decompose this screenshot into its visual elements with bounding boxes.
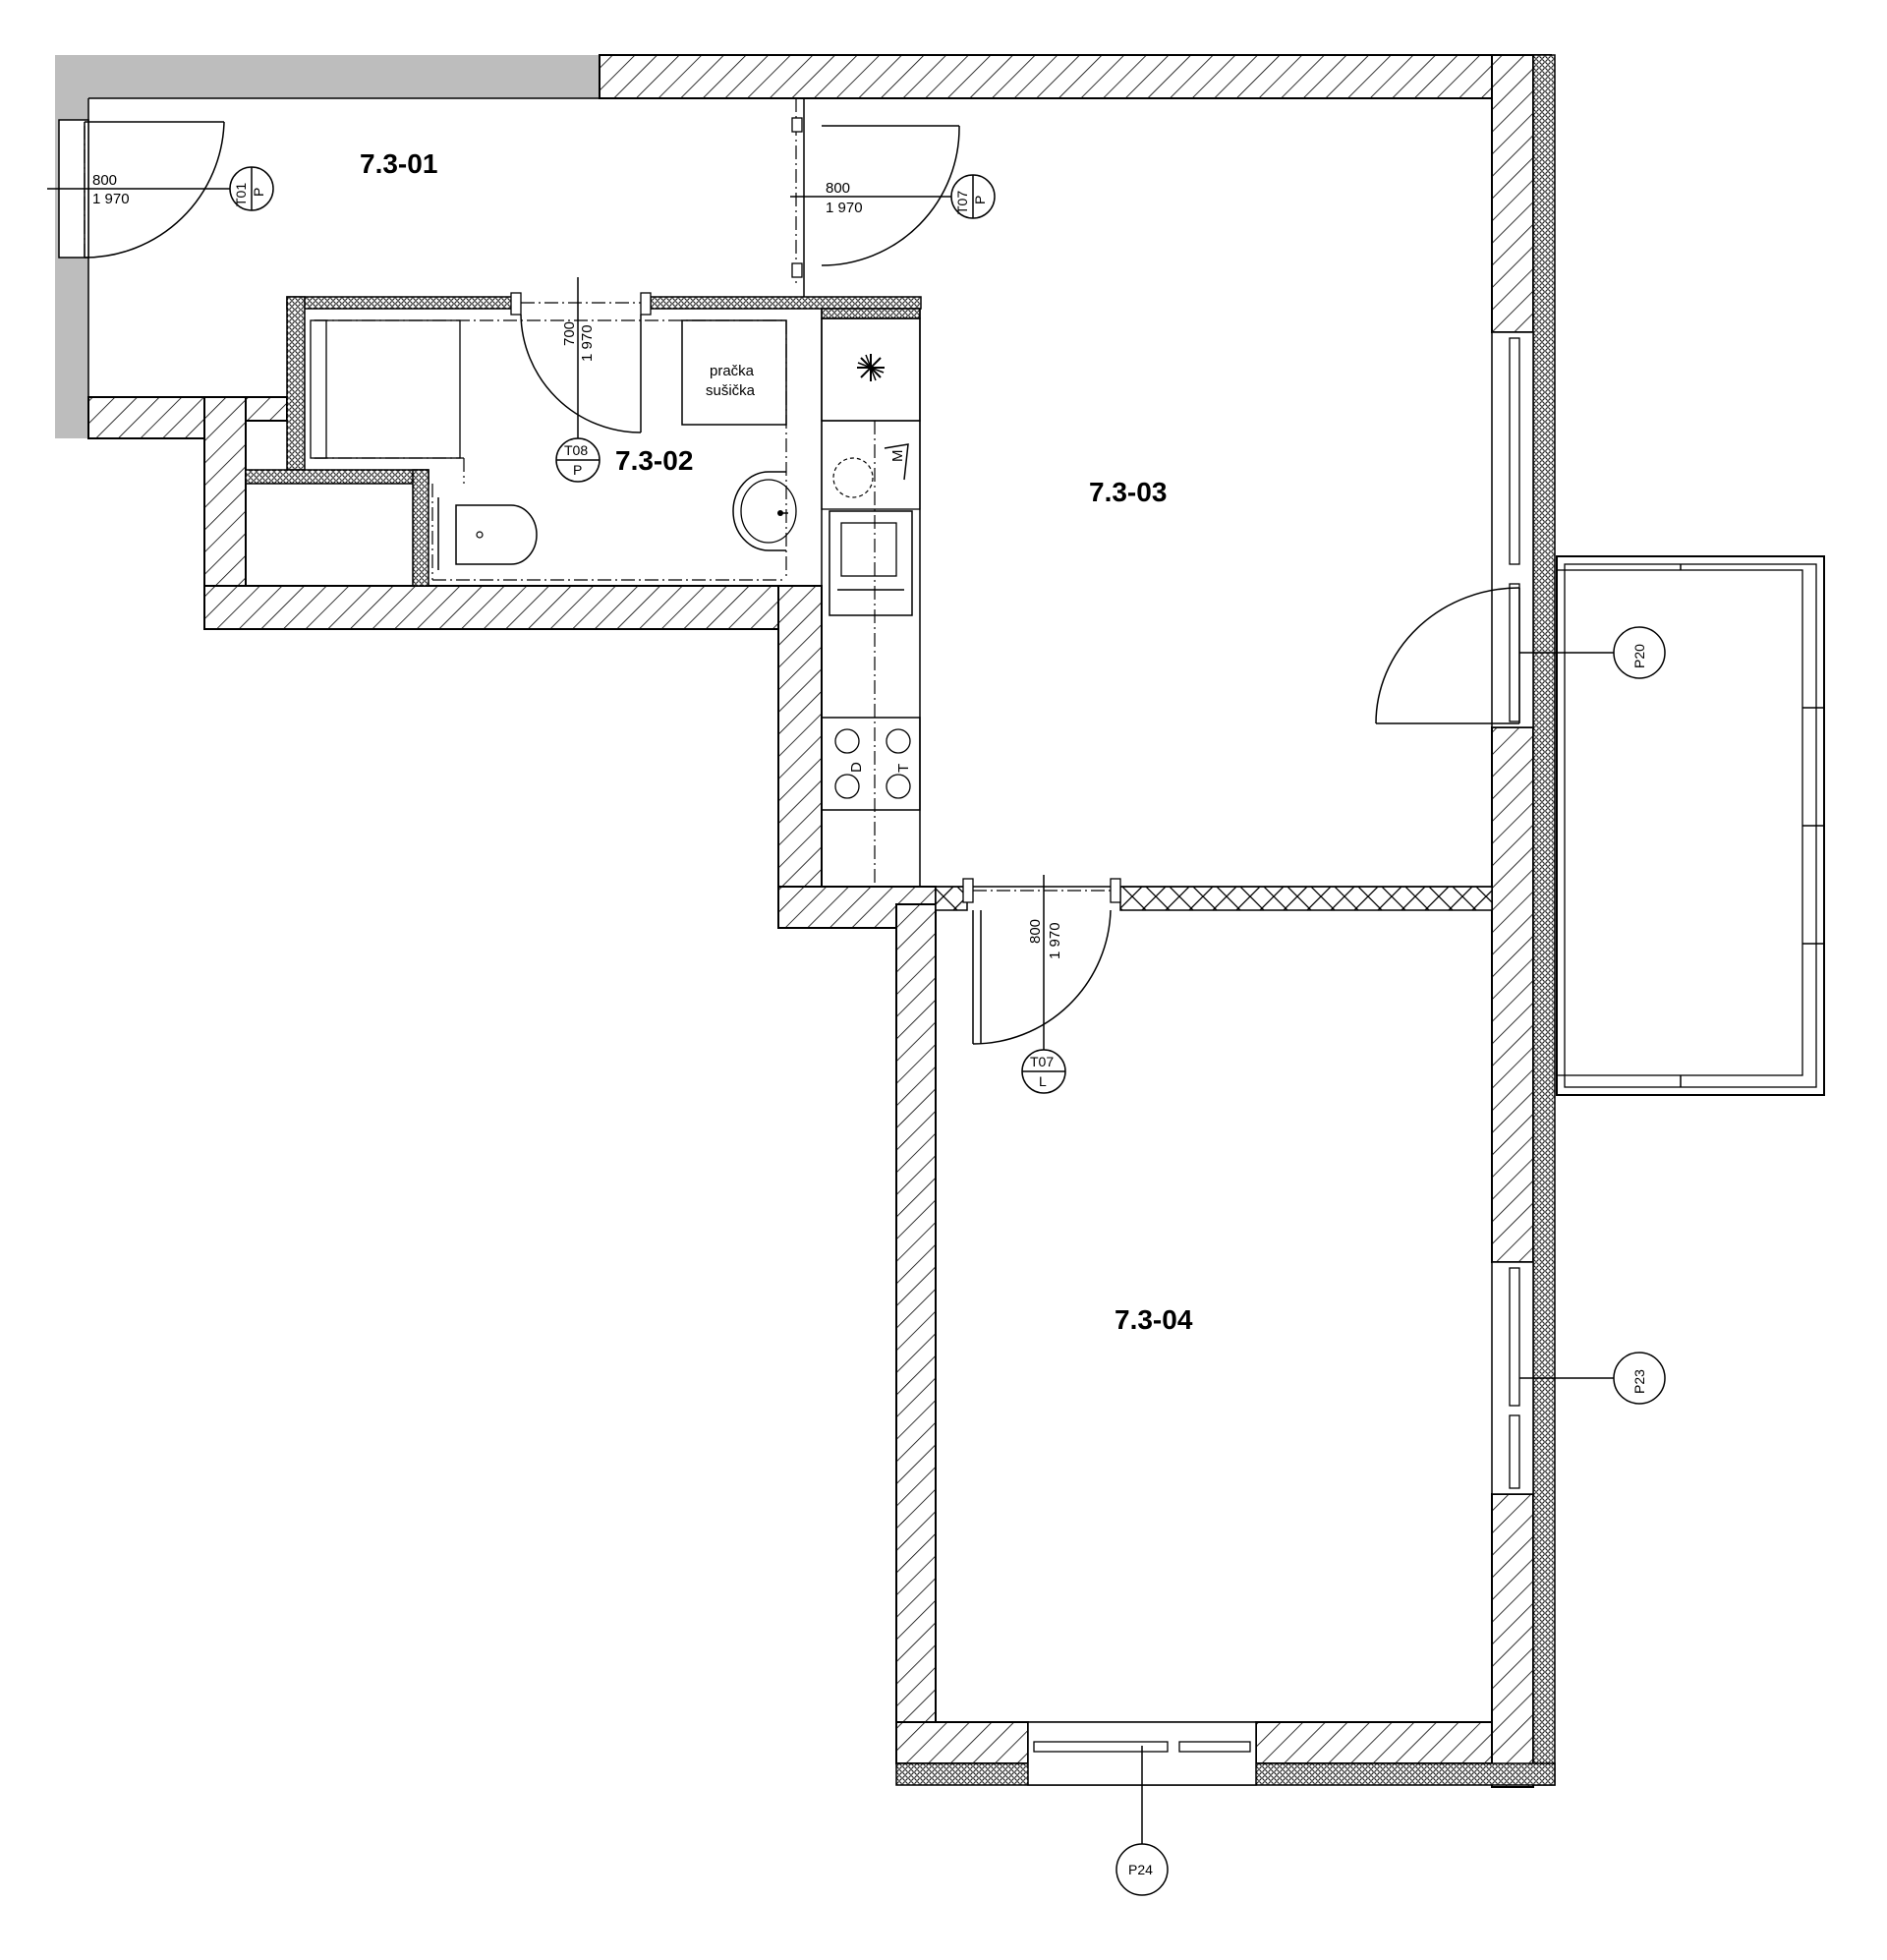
tag-t07b-side: L: [1039, 1073, 1047, 1089]
sink-icon: [832, 443, 909, 498]
hob-label-t: T: [895, 764, 912, 773]
tag-p24-label: P24: [1128, 1862, 1153, 1877]
room-label-7-3-02: 7.3-02: [615, 445, 693, 476]
washer-dryer: [681, 319, 787, 426]
tag-t01-side: P: [251, 188, 266, 197]
tag-t07-lower: [1021, 1049, 1066, 1094]
tag-p24: [1115, 1843, 1169, 1896]
tag-p20-label: P20: [1631, 644, 1647, 668]
partition-wall: [1119, 886, 1493, 911]
door-t07-top: [790, 98, 979, 285]
tag-p20: [1613, 626, 1666, 679]
t07b-width: 800: [1027, 919, 1044, 944]
t01-width: 800: [92, 172, 117, 189]
door-t07-lower: [962, 875, 1121, 1052]
room-label-7-3-01: 7.3-01: [360, 148, 437, 179]
tag-t07b-code: T07: [1030, 1054, 1054, 1069]
partition-wall-stub: [935, 886, 968, 911]
tag-t01-code: T01: [233, 183, 249, 206]
facade-insulation-right: [1532, 54, 1556, 1786]
tag-t07a-code: T07: [954, 191, 970, 214]
washer-label-line1: pračka: [710, 363, 755, 379]
door-t01: [47, 119, 230, 259]
tag-t08-code: T08: [564, 442, 588, 458]
structural-walls: [87, 54, 1552, 1788]
tag-t08-side: P: [573, 462, 582, 478]
t07a-width: 800: [826, 180, 850, 197]
tag-p23-label: P23: [1631, 1369, 1647, 1394]
t07a-height: 1 970: [826, 200, 863, 216]
t01-height: 1 970: [92, 191, 130, 207]
window-p20: [1375, 331, 1616, 728]
tag-p23: [1613, 1352, 1666, 1405]
toilet: [437, 497, 538, 570]
washer-label-line2: sušička: [706, 382, 756, 399]
t08-width: 700: [561, 321, 578, 346]
washbasin: [732, 471, 797, 551]
extractor-fan-icon: [857, 354, 885, 381]
hob-label-d: D: [848, 762, 865, 773]
room-label-7-3-03: 7.3-03: [1089, 477, 1167, 507]
tag-t08: [555, 437, 600, 483]
tag-t01: [229, 166, 274, 211]
window-p23: [1491, 1261, 1616, 1495]
room-label-7-3-04: 7.3-04: [1115, 1304, 1193, 1335]
window-p24: [1027, 1721, 1257, 1844]
door-t08: [510, 277, 652, 440]
t07b-height: 1 970: [1047, 922, 1063, 959]
tag-t07a-side: P: [972, 196, 988, 204]
balcony: [1556, 555, 1825, 1096]
tag-t07-top: [950, 174, 996, 219]
hob-icon: [834, 728, 911, 799]
bathroom-lining: [245, 296, 922, 587]
bathtub: [310, 319, 787, 581]
t08-height: 1 970: [579, 324, 596, 362]
microwave-label: M: [889, 450, 906, 463]
kitchen-counter: [821, 317, 921, 887]
